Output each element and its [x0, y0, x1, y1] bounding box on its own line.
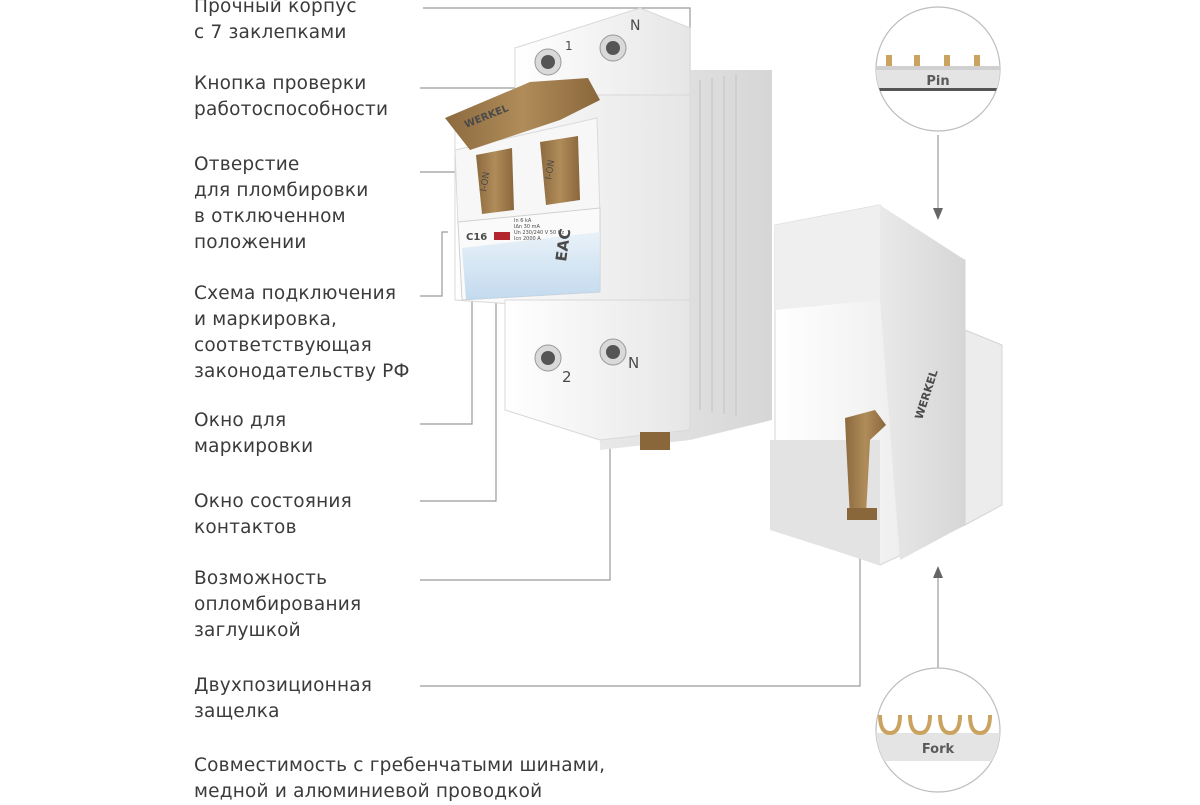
test-button: [445, 78, 600, 150]
leader-seal-cap: [420, 395, 611, 581]
feature-label-wiring-scheme: Схема подключения и маркировка, соответс…: [194, 281, 410, 385]
feature-label-seal-hole: Отверстие для пломбировки в отключенном …: [194, 152, 368, 256]
handle-left: [476, 148, 514, 214]
feature-label-contact-window: Окно состояния контактов: [194, 489, 352, 541]
feature-label-housing: Прочный корпус с 7 заклепками: [194, 0, 357, 46]
feature-label-line: законодательству РФ: [194, 361, 410, 382]
leader-contact-window: [420, 240, 497, 502]
din-clip: [640, 432, 670, 450]
terminal-bottom-right: N: [628, 354, 639, 372]
feature-label-line: Кнопка проверки: [194, 73, 367, 94]
feature-label-line: с 7 заклепками: [194, 22, 347, 43]
feature-label-line: Отверстие: [194, 154, 300, 175]
feature-label-latch: Двухпозиционная защелка: [194, 673, 372, 725]
feature-label-line: и маркировка,: [194, 309, 338, 330]
feature-label-line: медной и алюминиевой проводкой: [194, 781, 543, 802]
feature-label-line: защелка: [194, 701, 280, 722]
spec-line: Icn 2000 A: [514, 236, 541, 242]
arrowhead-up-icon: [933, 566, 943, 578]
breaker-rear-view: WERKEL: [770, 204, 1003, 566]
feature-label-line: маркировки: [194, 436, 314, 457]
terminal-top-right: N: [630, 18, 640, 34]
arrowhead-down-icon: [933, 208, 943, 220]
pin-connector-badge: Pin: [875, 6, 1001, 132]
terminal-top-left: 1: [565, 39, 573, 53]
feature-label-line: Окно для: [194, 410, 287, 431]
cert-mark: EAC: [552, 227, 574, 262]
handle-left-label: I-ON: [479, 171, 492, 192]
contact-status-indicator: [494, 232, 510, 240]
feature-label-line: Совместимость с гребенчатыми шинами,: [194, 755, 606, 776]
spec-line: Un 230/240 V 50 Hz: [514, 230, 565, 236]
pin-label: Pin: [926, 74, 949, 89]
feature-label-line: Прочный корпус: [194, 0, 357, 17]
feature-label-line: Окно состояния: [194, 491, 352, 512]
leader-latch: [420, 545, 861, 687]
breaker-lower-body: [504, 299, 691, 441]
handle-right: [540, 136, 580, 205]
feature-label-line: контактов: [194, 517, 297, 538]
feature-label-line: положении: [194, 232, 307, 253]
breaker-front-view: 1 N WERKEL I-ON I-ON C16 In 6 kA IΔn 30 …: [445, 7, 772, 450]
spec-line: IΔn 30 mA: [514, 224, 540, 230]
fork-label: Fork: [922, 742, 955, 757]
feature-label-line: Схема подключения: [194, 283, 397, 304]
handle-right-label: I-ON: [544, 159, 557, 180]
feature-label-line: соответствующая: [194, 335, 372, 356]
two-position-latch: [845, 410, 886, 518]
rating-label: C16: [466, 232, 487, 243]
leader-marking-window: [420, 298, 473, 425]
feature-label-line: в отключенном: [194, 206, 346, 227]
feature-label-line: Двухпозиционная: [194, 675, 373, 696]
leader-wiring-scheme: [420, 231, 448, 297]
feature-label-line: для пломбировки: [194, 180, 369, 201]
fork-connector-badge: Fork: [875, 667, 1001, 793]
terminal-bottom-left: 2: [562, 368, 572, 386]
feature-label-line: опломбирования: [194, 594, 362, 615]
feature-label-line: Возможность: [194, 568, 328, 589]
feature-label-test-button: Кнопка проверки работоспособности: [194, 71, 388, 123]
feature-label-line: заглушкой: [194, 620, 301, 641]
feature-label-busbar-compat: Совместимость с гребенчатыми шинами, мед…: [194, 753, 605, 805]
marking-window: [462, 232, 600, 300]
feature-label-seal-cap: Возможность опломбирования заглушкой: [194, 566, 361, 644]
spec-line: In 6 kA: [514, 218, 532, 224]
feature-label-line: работоспособности: [194, 99, 389, 120]
feature-label-marking-window: Окно для маркировки: [194, 408, 313, 460]
